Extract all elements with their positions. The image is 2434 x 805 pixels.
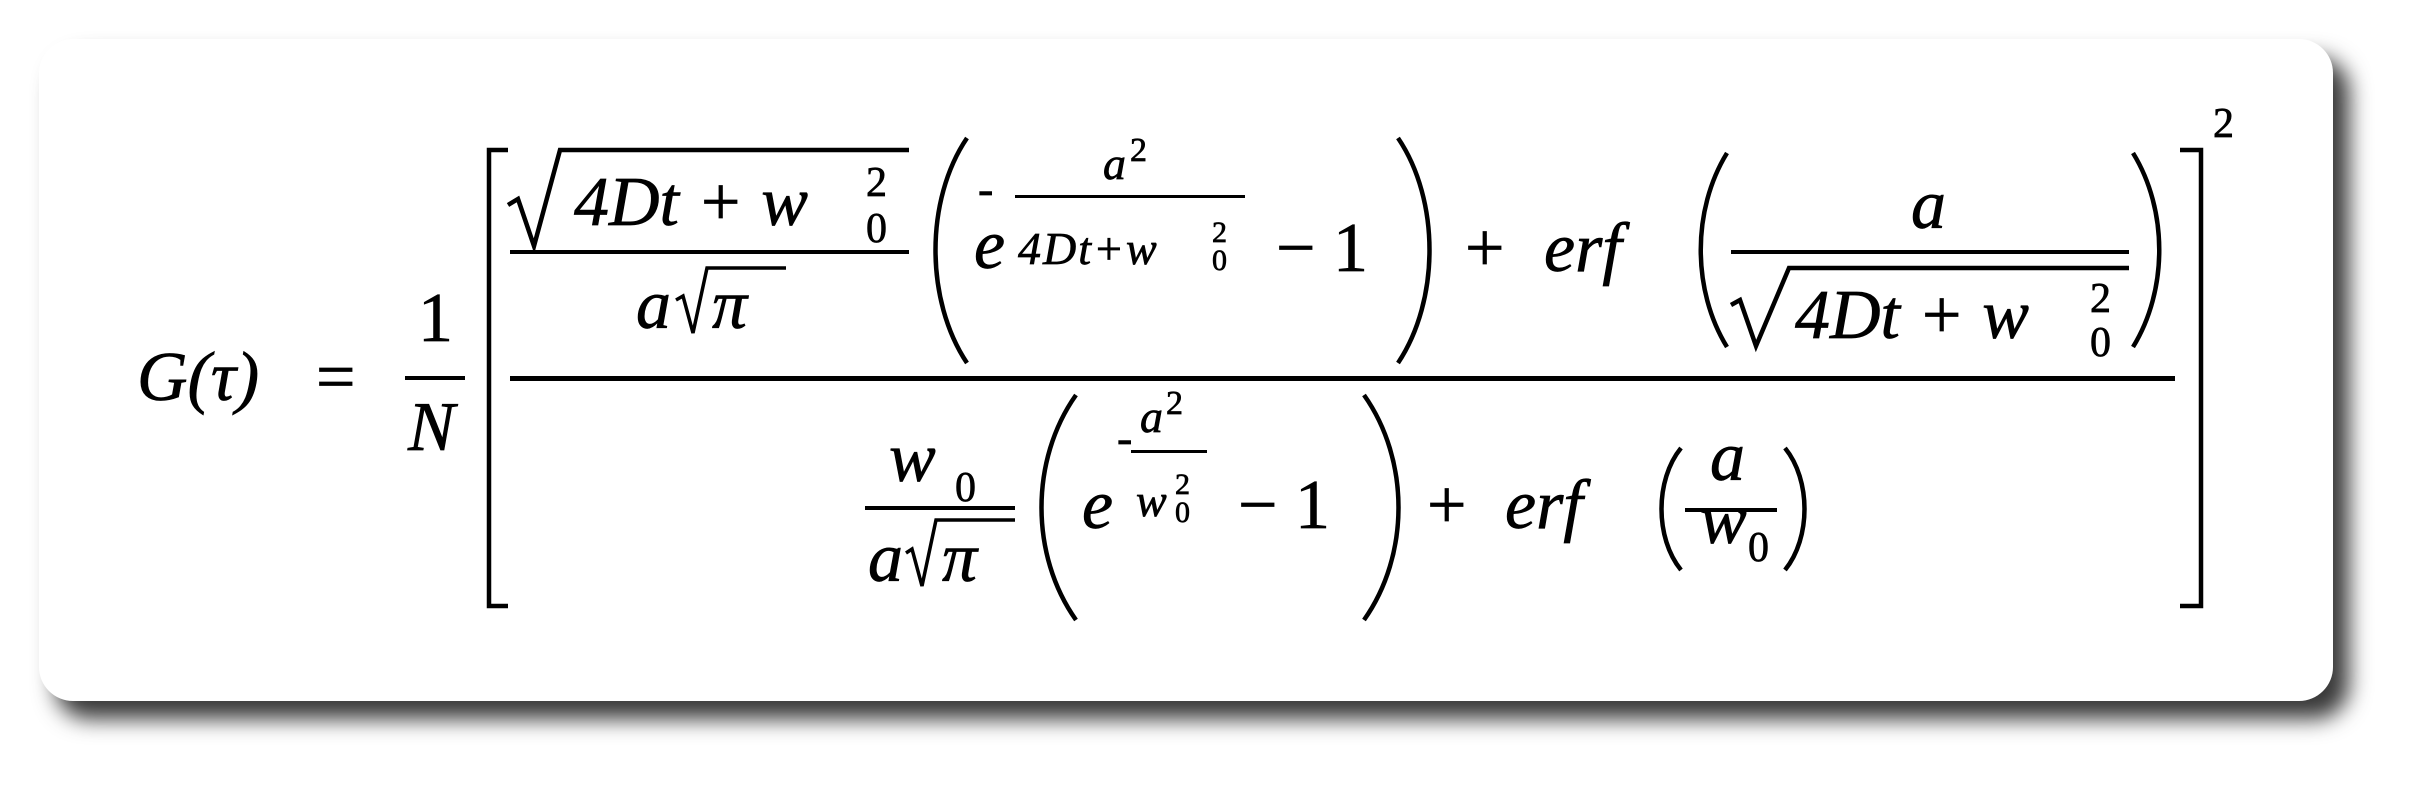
den-exp-den-sup: 2 (1175, 468, 1191, 501)
num-erf-arg-num: a (1911, 167, 1947, 244)
den-minus-one: − 1 (1238, 467, 1331, 544)
num-erf: erf (1544, 210, 1622, 287)
den-exp-bar (1131, 450, 1207, 453)
main-fraction-bar (510, 376, 2175, 381)
num-erf-bar (1731, 250, 2129, 254)
num-exp-den: 4Dt+w (1018, 223, 1159, 274)
num-erf-arg-sup: 2 (2090, 276, 2112, 322)
den-erf-arg-sub: 0 (1748, 525, 1770, 571)
outer-exponent: 2 (2213, 101, 2235, 147)
num-exp-num-sup: 2 (1130, 132, 1148, 169)
num-coef-sub: 0 (866, 206, 888, 252)
den-coef-sub: 0 (955, 465, 977, 511)
den-plus: + (1427, 467, 1467, 544)
den-exp-sign: - (1117, 412, 1135, 463)
prefactor-numerator: 1 (418, 280, 454, 357)
den-coef-w: w (889, 420, 936, 497)
equals-sign: = (316, 339, 356, 416)
den-erf-arg-num: a (1710, 419, 1746, 496)
num-minus-one: − 1 (1276, 210, 1369, 287)
num-erf-arg-sub: 0 (2090, 320, 2112, 366)
num-erf-arg-radicand: 4Dt + w (1795, 277, 2030, 354)
den-exp-base: e (1082, 467, 1114, 544)
den-erf-bar (1685, 508, 1777, 512)
num-plus: + (1465, 210, 1505, 287)
num-exp-base: e (974, 207, 1006, 284)
num-coef-den-a: a (636, 267, 672, 344)
num-coef-sup: 2 (866, 160, 888, 206)
den-erf-arg-den: w (1700, 482, 1747, 559)
num-exp-num: a (1103, 138, 1128, 189)
den-coef-den-a: a (868, 520, 904, 597)
den-exp-den: w (1136, 475, 1169, 526)
formula-card (39, 39, 2333, 701)
den-exp-num-sup: 2 (1166, 385, 1184, 422)
den-erf: erf (1505, 467, 1583, 544)
num-coef-radicand: 4Dt + w (574, 164, 809, 241)
den-exp-num: a (1140, 391, 1165, 442)
num-exp-den-sup: 2 (1212, 216, 1228, 249)
lhs: G(τ) (137, 339, 260, 416)
prefactor-fraction-bar (405, 376, 465, 380)
num-exp-den-sub: 0 (1212, 244, 1228, 277)
num-exp-sign: - (978, 163, 996, 214)
den-coef-den-pi: π (942, 520, 978, 597)
num-exp-bar (1015, 195, 1245, 198)
den-coef-bar (865, 506, 1015, 510)
num-coef-bar (510, 250, 909, 254)
num-coef-den-pi: π (712, 267, 748, 344)
prefactor-denominator: N (408, 389, 455, 466)
den-exp-den-sub: 0 (1175, 496, 1191, 529)
